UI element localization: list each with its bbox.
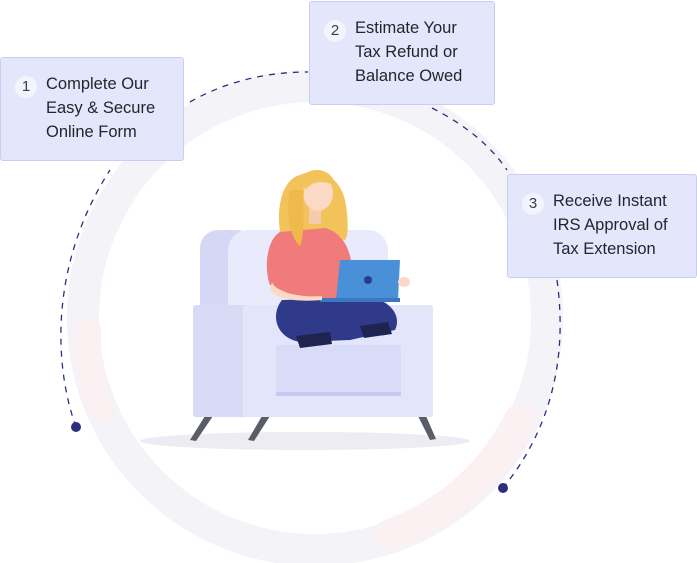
couch-leg — [418, 416, 436, 440]
hair-side — [288, 190, 304, 246]
neck — [309, 208, 321, 224]
couch-leg — [248, 416, 270, 441]
ring-accent-bottom-left — [74, 317, 113, 423]
dashed-path-right-top — [431, 107, 508, 171]
dashed-path-top — [189, 71, 309, 103]
shirt — [266, 228, 352, 298]
shoe — [360, 322, 392, 338]
couch-base-left — [193, 305, 253, 417]
step-label: Receive Instant IRS Approval of Tax Exte… — [553, 192, 668, 258]
shoe — [296, 332, 332, 348]
arm — [270, 282, 322, 301]
couch-shadow — [140, 432, 470, 450]
ring-accent-bottom-right — [374, 404, 536, 551]
couch-cushion — [276, 345, 401, 395]
step-label: Complete Our Easy & Secure Online Form — [46, 75, 156, 141]
dashed-path-right — [502, 279, 561, 489]
step-number-badge: 3 — [522, 193, 544, 215]
couch-leg — [190, 416, 213, 441]
laptop-base — [320, 298, 400, 302]
step-card-1: 1 Complete Our Easy & Secure Online Form — [0, 57, 184, 161]
laptop-logo — [364, 276, 372, 284]
step-card-3: 3 Receive Instant IRS Approval of Tax Ex… — [507, 174, 697, 278]
step-card-2: 2 Estimate Your Tax Refund or Balance Ow… — [309, 1, 495, 105]
path-dot-right — [498, 483, 508, 493]
dashed-path-left — [60, 169, 111, 428]
couch-cushion-edge — [276, 392, 401, 396]
step-number-badge: 2 — [324, 20, 346, 42]
step-label: Estimate Your Tax Refund or Balance Owed — [355, 19, 463, 85]
hand — [398, 277, 410, 287]
step-number-badge: 1 — [15, 76, 37, 98]
path-dot-left — [71, 422, 81, 432]
hair-front — [302, 170, 336, 190]
